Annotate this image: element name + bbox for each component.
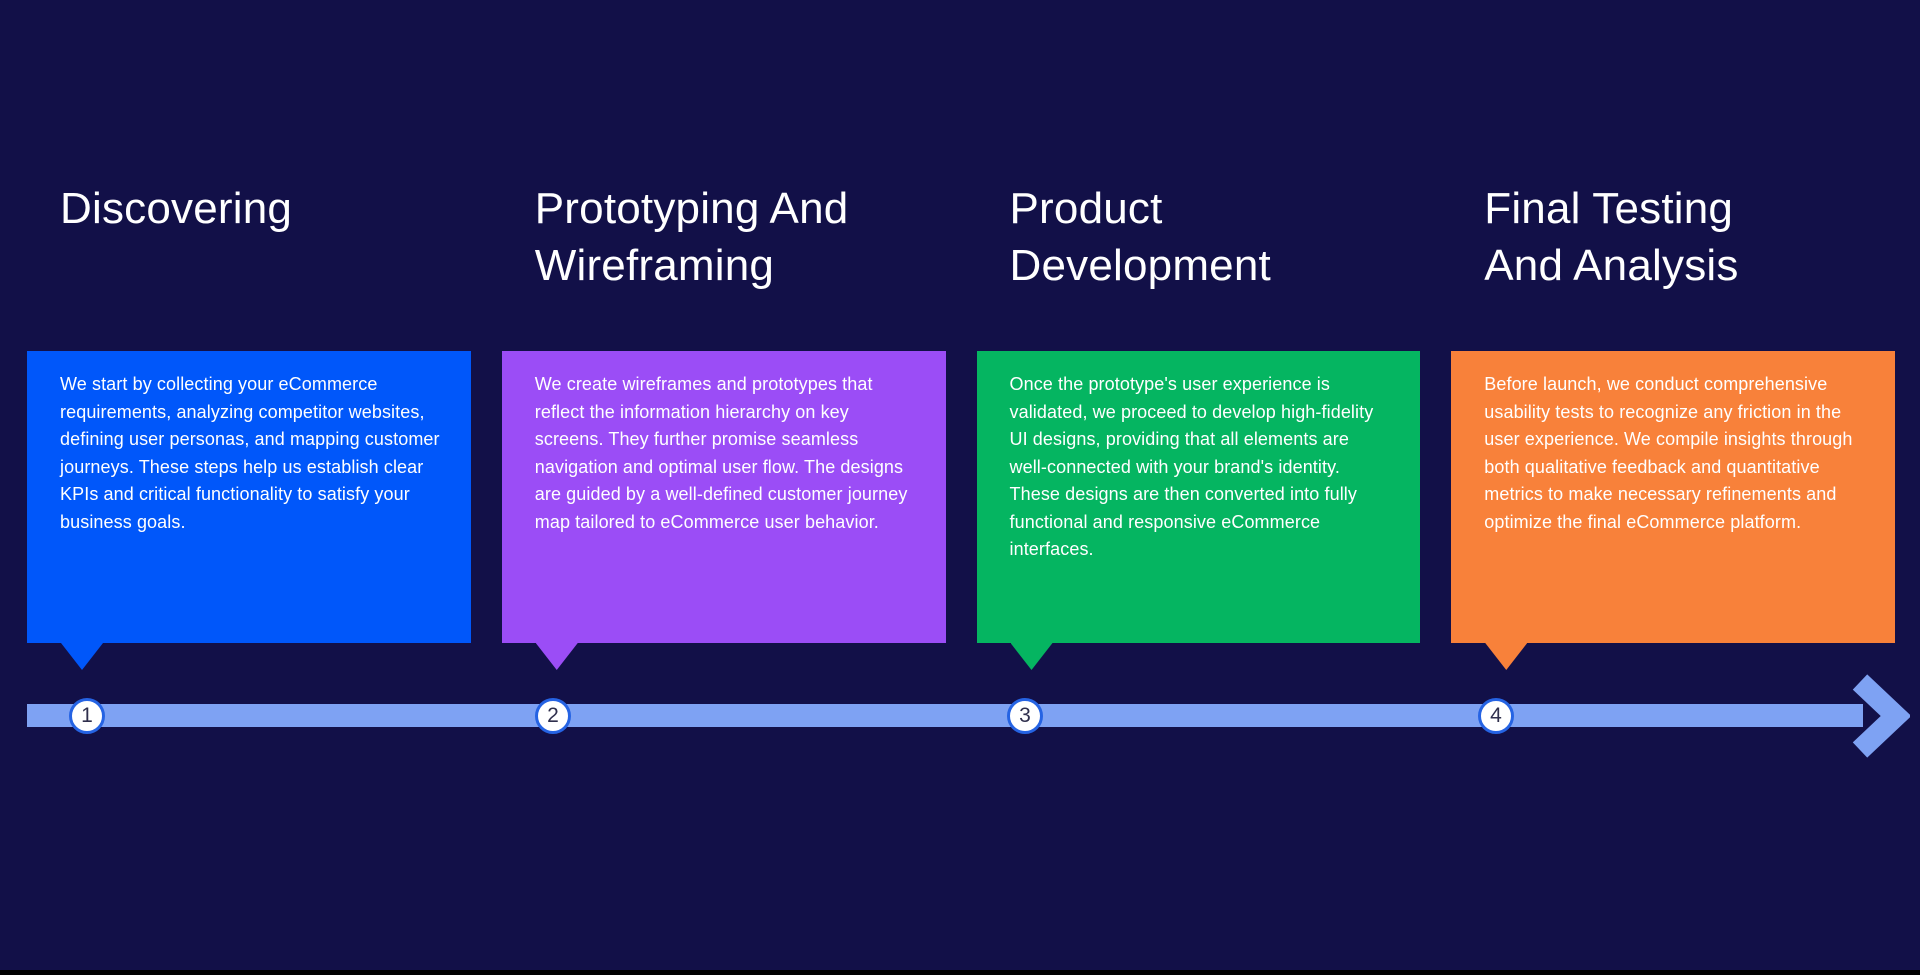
arrow-right-icon — [1852, 674, 1910, 758]
step-column-testing: Final Testing And Analysis Before launch… — [1451, 180, 1895, 670]
steps-grid: Discovering We start by collecting your … — [27, 180, 1895, 670]
step-card: We create wireframes and prototypes that… — [501, 351, 946, 670]
step-card: Once the prototype's user experience is … — [976, 351, 1421, 670]
timeline-step-marker-4: 4 — [1478, 698, 1514, 734]
timeline-bar — [27, 704, 1863, 727]
step-title: Product Development — [1009, 184, 1271, 290]
card-tail-pointer — [61, 643, 103, 670]
card-tail-pointer — [535, 643, 578, 670]
step-column-prototyping: Prototyping And Wireframing We create wi… — [501, 180, 946, 670]
step-card: Before launch, we conduct comprehensive … — [1451, 351, 1895, 670]
arrow-chevron — [1852, 674, 1910, 758]
step-description: Once the prototype's user experience is … — [1009, 374, 1374, 559]
timeline-step-marker-2: 2 — [535, 698, 571, 734]
card-tail-pointer — [1010, 643, 1053, 670]
card-tail-pointer — [1485, 643, 1528, 670]
step-description: Before launch, we conduct comprehensive … — [1484, 374, 1853, 532]
step-description: We start by collecting your eCommerce re… — [60, 374, 440, 532]
bottom-edge-bar — [0, 970, 1920, 975]
step-column-development: Product Development Once the prototype's… — [976, 180, 1421, 670]
step-title: Prototyping And Wireframing — [534, 184, 849, 290]
timeline-step-marker-1: 1 — [69, 698, 105, 734]
step-column-discovering: Discovering We start by collecting your … — [27, 180, 471, 670]
step-card: We start by collecting your eCommerce re… — [27, 351, 471, 670]
timeline-step-marker-3: 3 — [1007, 698, 1043, 734]
step-description: We create wireframes and prototypes that… — [534, 374, 908, 532]
step-title: Final Testing And Analysis — [1484, 184, 1739, 290]
step-title: Discovering — [60, 184, 293, 233]
